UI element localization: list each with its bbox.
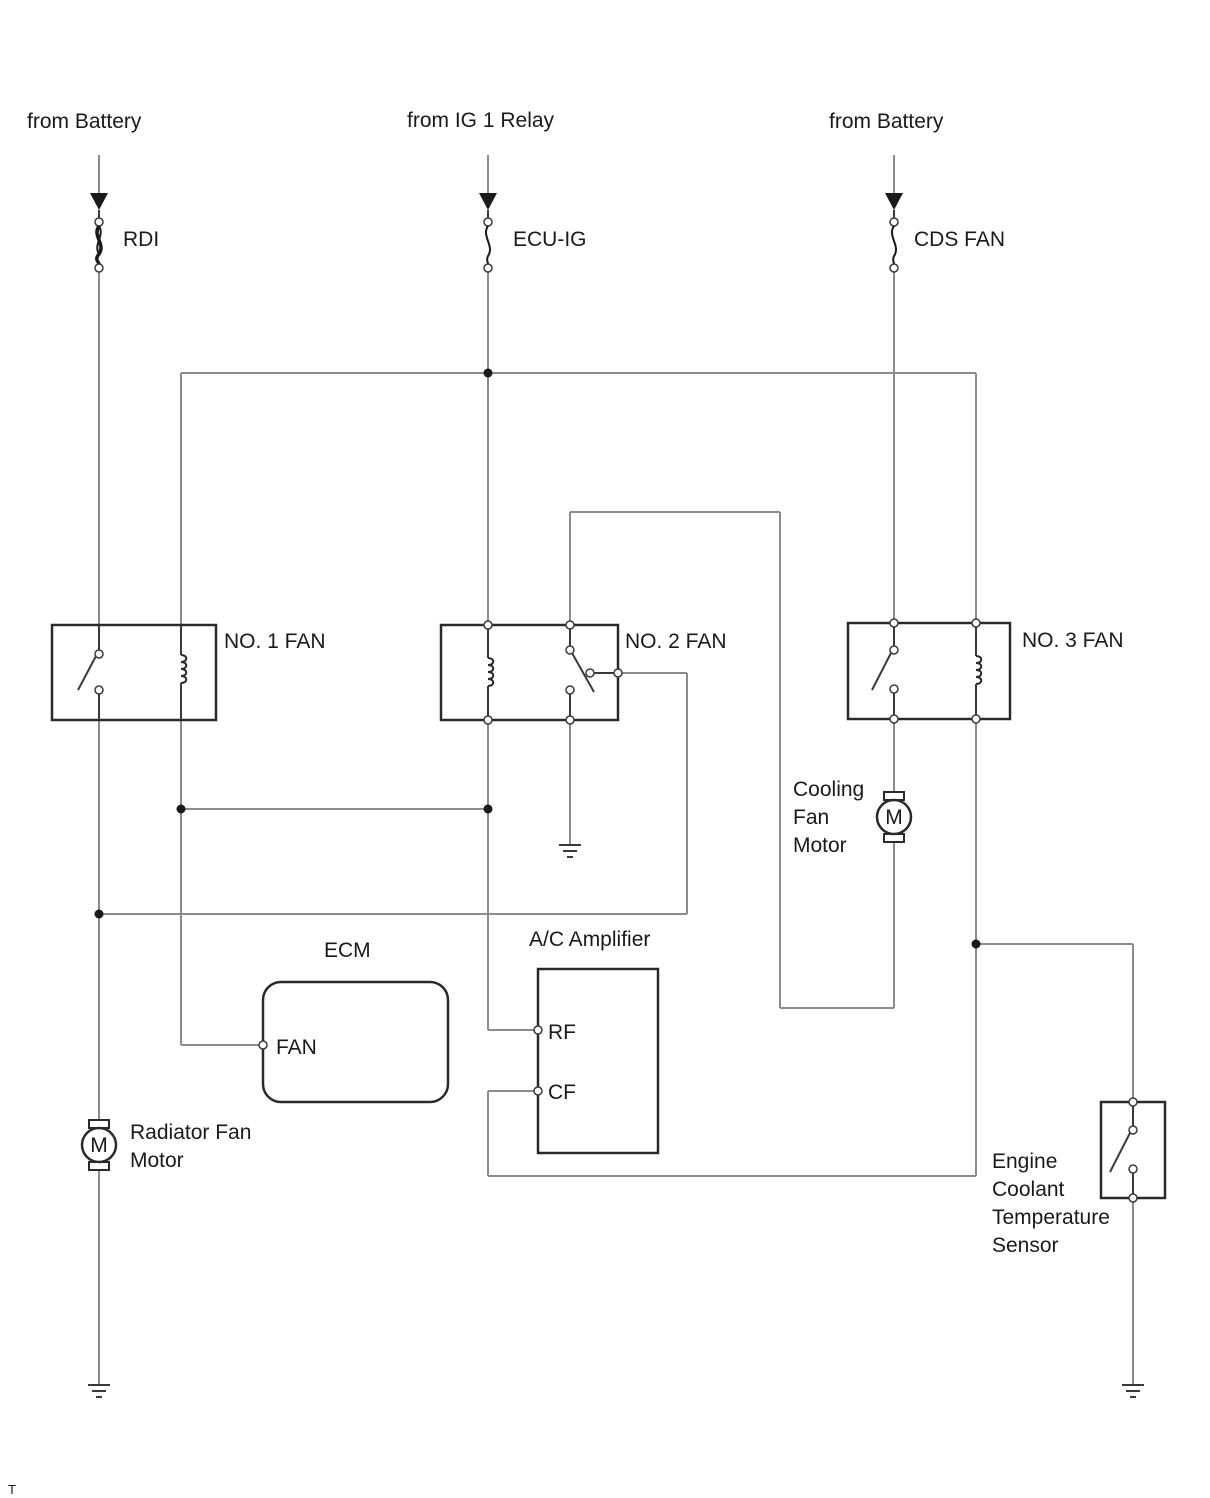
source-arrows (90, 193, 903, 210)
corner-mark: T (8, 1482, 16, 1497)
relay-no1-fan (50, 623, 218, 722)
cooling-motor-label-line1: Cooling (793, 778, 864, 801)
ground-icon (88, 1384, 110, 1398)
relay-label-no1: NO. 1 FAN (224, 630, 326, 653)
sensor-label-line2: Coolant (992, 1178, 1065, 1201)
motor-icon (875, 798, 913, 836)
relay-label-no2: NO. 2 FAN (625, 630, 727, 653)
feed-arrow-icon (885, 193, 903, 210)
junctions (94, 368, 981, 949)
fuse-label-ecu-ig: ECU-IG (513, 228, 587, 251)
ecm-title: ECM (324, 939, 371, 962)
radiator-fan-motor: M (80, 1119, 118, 1171)
ecm-pin-fan: FAN (276, 1036, 317, 1059)
ground-icon (559, 844, 581, 858)
wiring (98, 155, 1134, 1385)
source-label-left: from Battery (27, 110, 142, 133)
fuse-ecu-ig (483, 210, 493, 273)
source-label-right: from Battery (829, 110, 944, 133)
radiator-motor-label-line2: Motor (130, 1149, 184, 1172)
engine-coolant-temperature-sensor (1099, 1097, 1167, 1203)
ecm (258, 980, 450, 1104)
cooling-motor-label-line2: Fan (793, 806, 829, 829)
fuse-cds-fan (889, 210, 899, 273)
junction-dot (94, 909, 104, 919)
relay-no3-fan (846, 618, 1012, 724)
junction-dot (483, 804, 493, 814)
sensor-label-line1: Engine (992, 1150, 1057, 1173)
ac-amplifier-title: A/C Amplifier (529, 928, 650, 951)
sensor-label-line4: Sensor (992, 1234, 1059, 1257)
motor-symbol: M (885, 806, 903, 829)
ac-amplifier-pin-rf: RF (548, 1021, 576, 1044)
cooling-fan-motor: M (875, 791, 913, 843)
relay-no2-fan (439, 620, 623, 725)
motor-symbol: M (90, 1134, 108, 1157)
source-label-center: from IG 1 Relay (407, 109, 555, 132)
relay-label-no3: NO. 3 FAN (1022, 629, 1124, 652)
motor-icon (80, 1126, 118, 1164)
ground-icon (1122, 1384, 1144, 1398)
feed-arrow-icon (90, 193, 108, 210)
ac-amplifier-pin-cf: CF (548, 1081, 576, 1104)
cooling-motor-label-line3: Motor (793, 834, 847, 857)
ac-amplifier (533, 967, 660, 1155)
fuse-label-cds-fan: CDS FAN (914, 228, 1005, 251)
fuse-rdi (94, 210, 104, 273)
junction-dot (176, 804, 186, 814)
fuse-label-rdi: RDI (123, 228, 159, 251)
sensor-label-line3: Temperature (992, 1206, 1110, 1229)
junction-dot (971, 939, 981, 949)
radiator-motor-label-line1: Radiator Fan (130, 1121, 251, 1144)
feed-arrow-icon (479, 193, 497, 210)
junction-dot (483, 368, 493, 378)
